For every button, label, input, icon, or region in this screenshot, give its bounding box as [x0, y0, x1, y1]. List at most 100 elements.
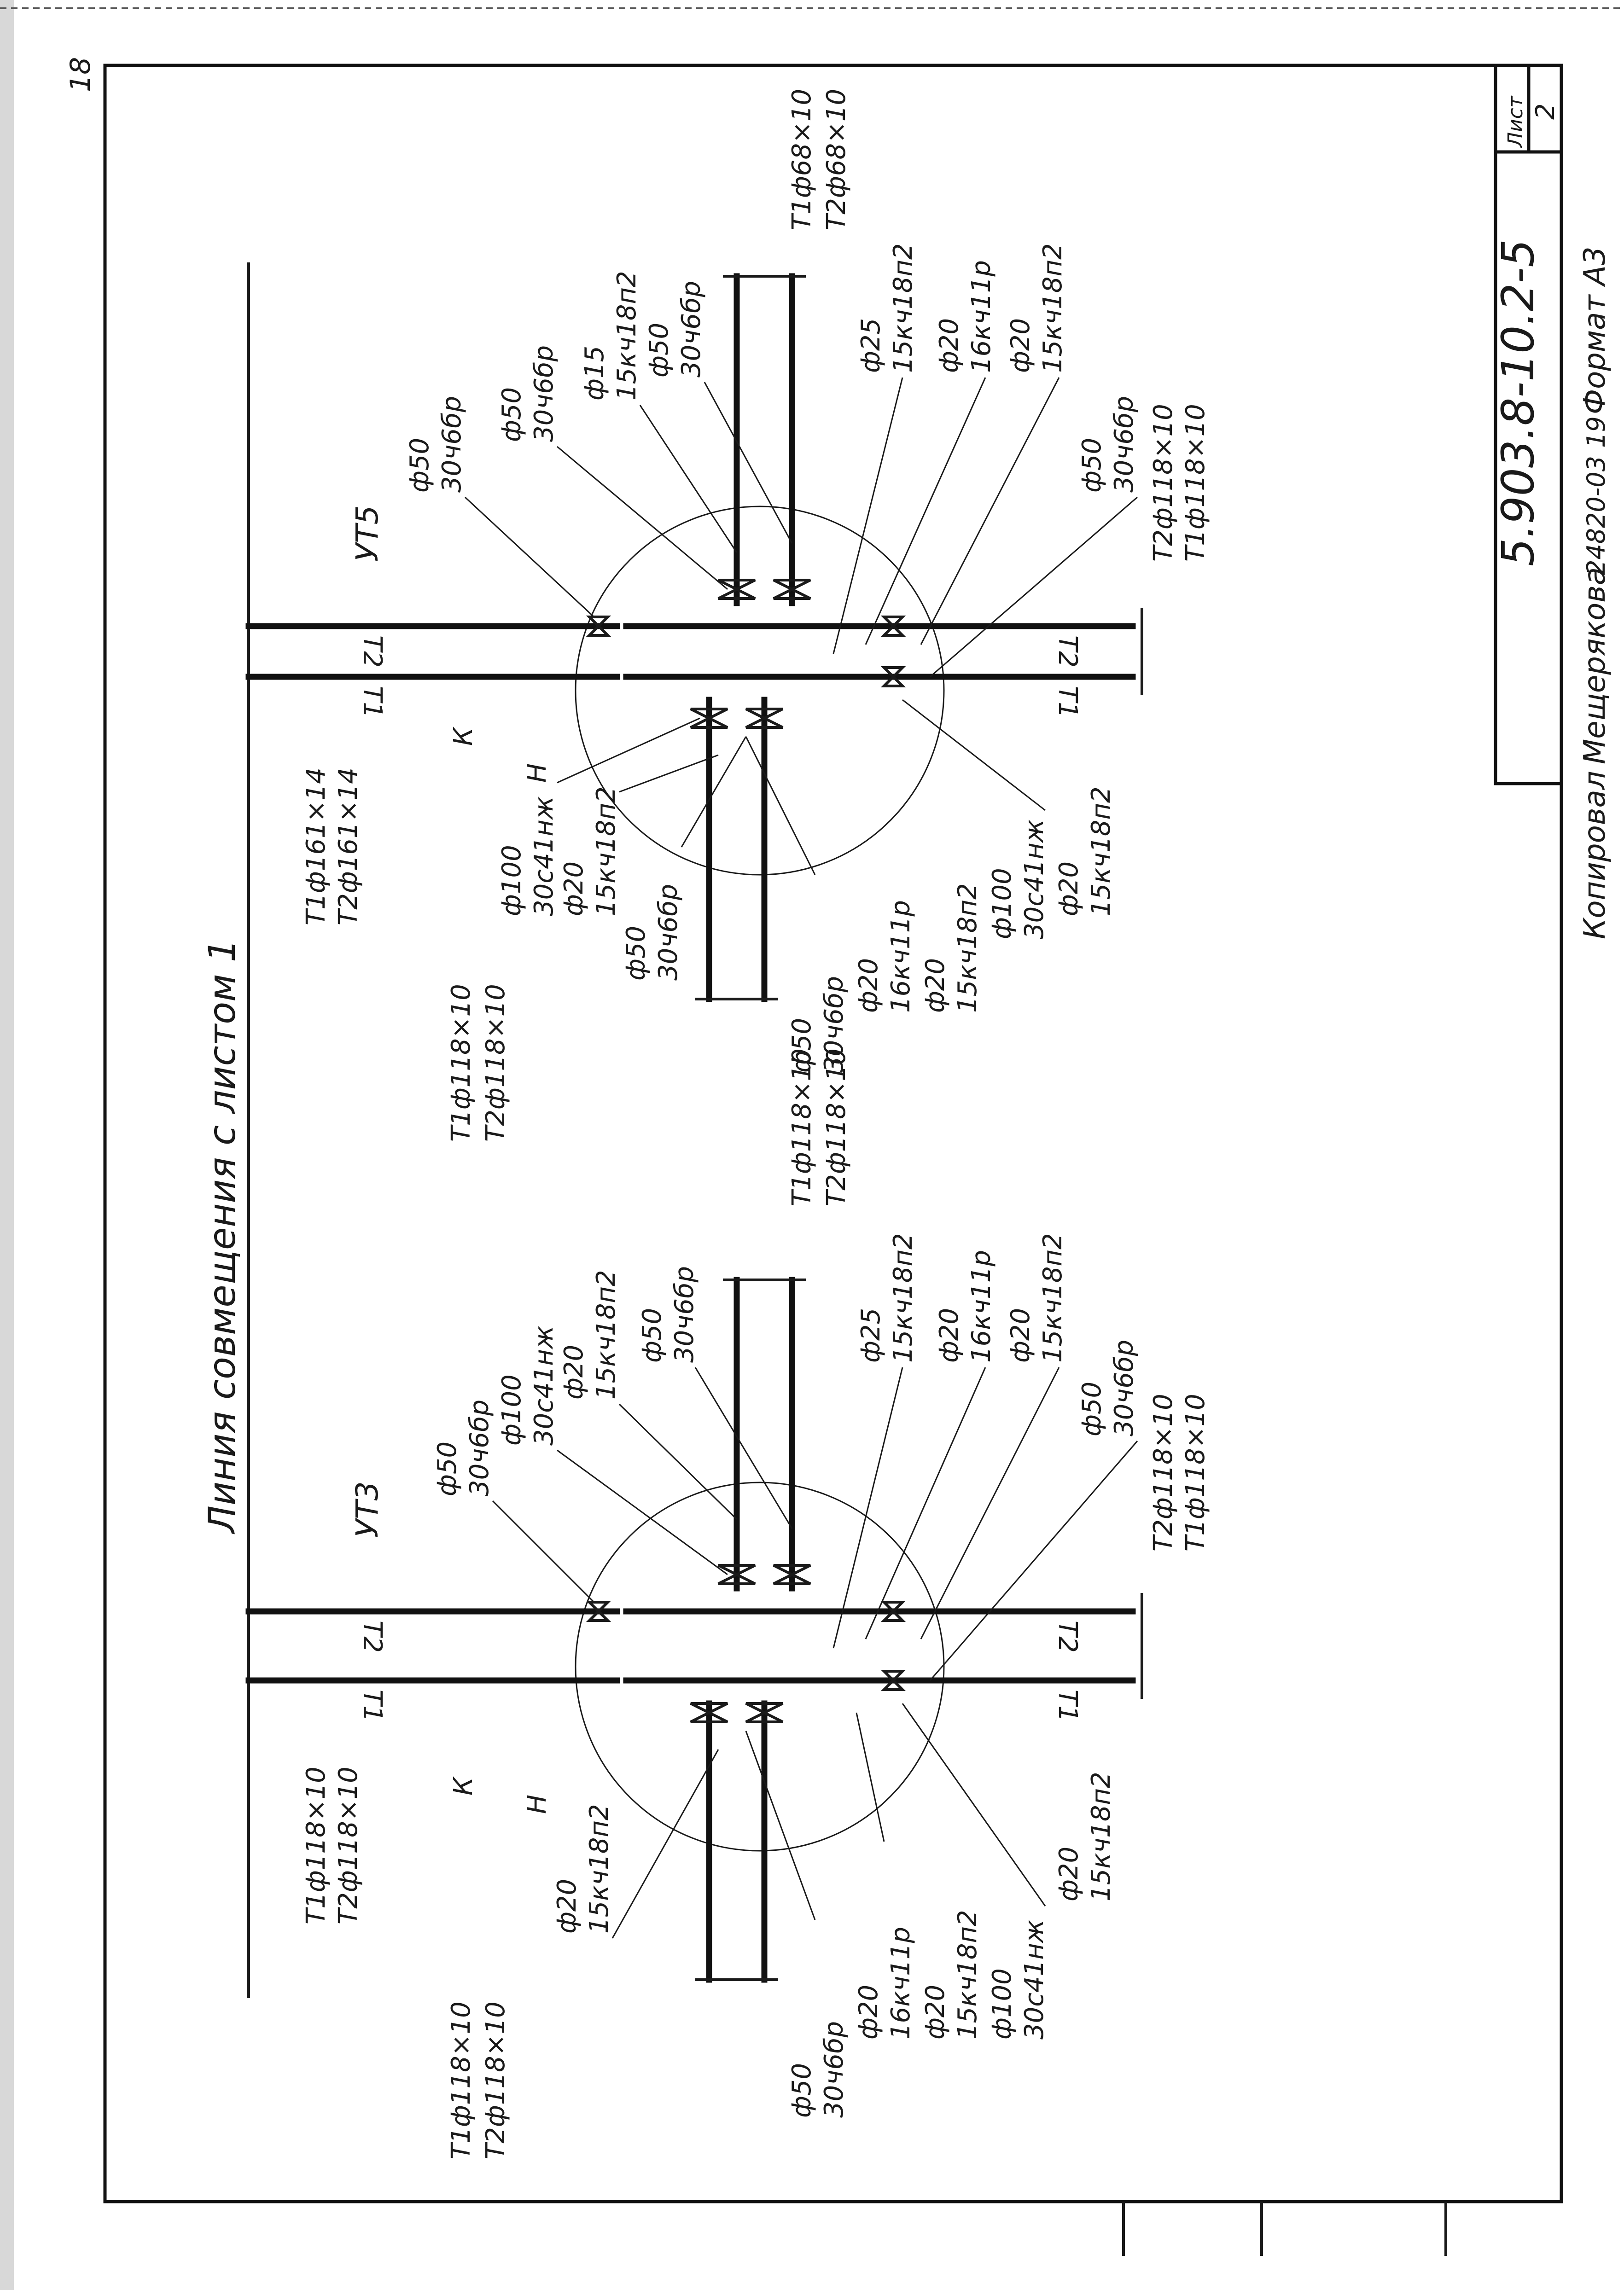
callout-valve: 30ч6бр: [1109, 1340, 1139, 1436]
callout-dn: ф100: [497, 845, 527, 916]
right-t2-spec: Т2ф118×10: [1148, 1394, 1178, 1552]
callout-dn: ф50: [787, 1018, 817, 1073]
callout-dn: ф20: [1054, 1847, 1084, 1901]
callout-valve: 15кч18п2: [953, 1910, 983, 2040]
pipe-label-t1-right: Т1: [1053, 1690, 1083, 1722]
top-t1-spec: Т1ф118×10: [787, 1048, 817, 1206]
valve-icon: [717, 579, 756, 600]
valve-icon: [880, 616, 906, 637]
valve-icon: [745, 1702, 784, 1723]
pipe-label-t2-left: Т2: [357, 1621, 387, 1653]
top-t2-spec: Т2ф118×10: [821, 1048, 851, 1206]
fixture-k: К: [448, 1776, 478, 1796]
callout-dn: ф50: [637, 1308, 667, 1363]
callout-valve: 30ч6бр: [676, 281, 706, 378]
callouts-right: ф25 15кч18п2 ф20 16кч11р ф20 15кч18п2 ф5…: [856, 243, 1139, 493]
right-main-spec: Т2ф118×10 Т1ф118×10: [1148, 1394, 1211, 1552]
callout-valve: 15кч18п2: [1038, 1233, 1068, 1363]
callout-valve: 30ч6бр: [465, 1400, 495, 1496]
main-line-spec: Т1ф118×10 Т2ф118×10: [301, 1767, 363, 1924]
callout-valve: 15кч18п2: [591, 1270, 621, 1400]
callout-valve: 15кч18п2: [1038, 243, 1068, 373]
callout-valve: 30ч6бр: [819, 976, 849, 1073]
main-t2-spec: Т2ф118×10: [333, 1767, 363, 1924]
valve-icon: [880, 1601, 906, 1622]
callout-dn: ф20: [1006, 318, 1036, 373]
unit-ut5: Т2 Т1 Т2 Т1 УТ5 К Н Т1ф161×14 Т2ф161×14 …: [245, 89, 1211, 1142]
valve-icon: [773, 1564, 811, 1585]
bottom-t2-spec: Т2ф118×10: [481, 2001, 511, 2159]
scan-edge-left: [0, 0, 14, 2290]
format-label: Формат А3: [1578, 247, 1612, 415]
main-t2-spec: Т2ф161×14: [333, 767, 363, 925]
callout-dn: ф100: [987, 868, 1017, 939]
callout-dn: ф20: [1006, 1308, 1036, 1363]
unit-name: УТ3: [349, 1481, 385, 1538]
callout-valve: 30ч6бр: [529, 345, 559, 442]
valve-icon: [586, 1601, 611, 1622]
fixture-k: К: [448, 727, 478, 746]
callout-valve: 15кч18п2: [591, 786, 621, 916]
leader-lines: [492, 1367, 1138, 1939]
callouts-top: ф50 30ч6бр ф100 30с41нж ф20 15кч18п2 ф50…: [432, 1266, 699, 1496]
valve-icon: [717, 1564, 756, 1585]
callout-valve: 30с41нж: [1019, 1920, 1049, 2040]
callout-dn: ф15: [580, 346, 610, 401]
bottom-t1-spec: Т1ф118×10: [446, 984, 476, 1142]
title-block: Лист 2 5.903.8-10.2-5: [1492, 64, 1563, 785]
callouts-bottom: ф100 30с41нж ф20 15кч18п2 ф50 30ч6бр ф50…: [497, 786, 1116, 1073]
match-line-label: Линия совмещения с листом 1: [201, 939, 244, 1534]
callout-dn: ф20: [552, 1879, 582, 1934]
pipe-label-t1-right: Т1: [1053, 686, 1083, 718]
callout-valve: 30ч6бр: [669, 1266, 699, 1363]
right-t1-spec: Т1ф118×10: [1181, 404, 1211, 562]
leader-lines: [464, 377, 1138, 875]
right-t1-spec: Т1ф118×10: [1181, 1394, 1211, 1552]
sheet-number: 2: [1531, 103, 1560, 120]
callouts-bottom: ф20 15кч18п2 ф50 30ч6бр ф20 16кч11р ф20 …: [552, 1772, 1116, 2118]
valve-icon: [880, 666, 906, 687]
right-t2-spec: Т2ф118×10: [1148, 404, 1178, 562]
bottom-branch-spec: Т1ф118×10 Т2ф118×10: [446, 984, 511, 1142]
bottom-t1-spec: Т1ф118×10: [446, 2001, 476, 2159]
callout-dn: ф20: [559, 1345, 589, 1400]
callout-valve: 30ч6бр: [437, 396, 467, 493]
callout-valve: 15кч18п2: [584, 1804, 614, 1934]
callout-valve: 30ч6бр: [1109, 396, 1139, 493]
bottom-t2-spec: Т2ф118×10: [481, 984, 511, 1142]
corner-number: 18: [64, 57, 97, 92]
callout-valve: 30ч6бр: [653, 884, 683, 981]
unit-name: УТ5: [349, 505, 385, 562]
callout-dn: ф25: [856, 1308, 886, 1363]
detail-circle: [575, 1482, 945, 1852]
callout-valve: 15кч18п2: [953, 883, 983, 1013]
fixture-h: Н: [522, 1795, 552, 1814]
top-branch-spec: Т1ф68×10 Т2ф68×10: [787, 89, 851, 230]
callout-dn: ф20: [920, 958, 950, 1013]
top-t1-spec: Т1ф68×10: [787, 89, 817, 230]
callout-dn: ф50: [621, 926, 651, 981]
callouts-top: ф50 30ч6бр ф50 30ч6бр ф15 15кч18п2 ф50 3…: [405, 271, 706, 493]
callout-dn: ф50: [644, 323, 674, 378]
bottom-ticks: [1122, 2202, 1447, 2256]
pipe-label-t1-left: Т1: [357, 686, 387, 718]
top-branch-spec: Т1ф118×10 Т2ф118×10: [787, 1048, 851, 1206]
copied-label: Копировал: [1578, 771, 1612, 939]
footer: Копировал Мещерякова 24820-03 19 Формат …: [1578, 247, 1612, 940]
order-number: 24820-03 19: [1582, 416, 1611, 575]
pipe-label-t2-right: Т2: [1053, 1621, 1083, 1653]
unit-ut3: Т2 Т1 Т2 Т1 УТ3 К Н Т1ф118×10 Т2ф118×10 …: [245, 1048, 1211, 2159]
callout-dn: ф20: [559, 861, 589, 916]
callout-dn: ф20: [854, 1985, 884, 2040]
callout-valve: 15кч18п2: [612, 271, 642, 401]
right-main-spec: Т2ф118×10 Т1ф118×10: [1148, 404, 1211, 562]
callout-dn: ф20: [1054, 861, 1084, 916]
pipe-label-t1-left: Т1: [357, 1690, 387, 1722]
callout-valve: 30с41нж: [1019, 820, 1049, 939]
callout-valve: 16кч11р: [966, 260, 996, 373]
callout-valve: 30ч6бр: [819, 2021, 849, 2118]
valve-icon: [745, 708, 784, 729]
callout-valve: 16кч11р: [886, 900, 916, 1013]
callout-valve: 30с41нж: [529, 796, 559, 916]
sheet-label: Лист: [1504, 95, 1527, 148]
